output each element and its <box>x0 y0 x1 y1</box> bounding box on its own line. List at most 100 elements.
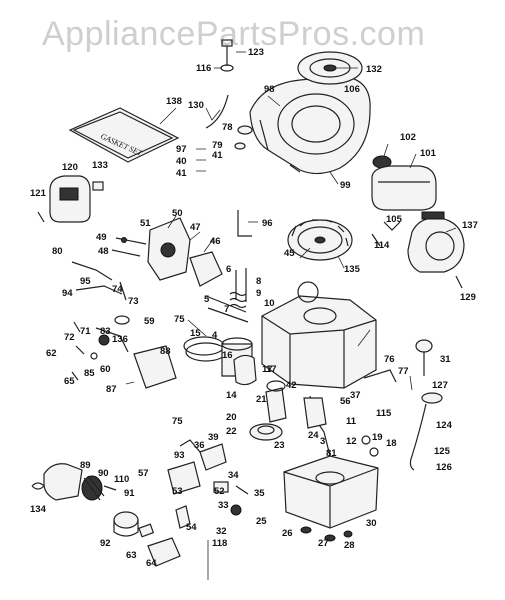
callout-label: 137 <box>462 220 478 231</box>
valves-springs-part <box>205 268 249 323</box>
callout-label: 114 <box>374 240 390 251</box>
callout-label: 14 <box>226 390 237 401</box>
callout-label: 124 <box>436 420 453 431</box>
callout-label: 40 <box>176 156 187 167</box>
callout-label: 74 <box>112 284 123 295</box>
callout-label: 28 <box>344 540 355 551</box>
engine-block-part <box>261 281 377 389</box>
callout-label: 57 <box>138 468 149 479</box>
callout-label: 134 <box>30 504 47 515</box>
callout-label: 22 <box>226 426 237 437</box>
dipstick-part <box>415 339 433 376</box>
recoil-starter-part <box>407 211 465 273</box>
callout-label: 80 <box>52 246 63 257</box>
callout-label: 106 <box>344 84 360 95</box>
callout-label: 83 <box>100 326 111 337</box>
bottom-bolts-part <box>300 526 353 542</box>
callout-label: 71 <box>80 326 91 337</box>
callout-label: 93 <box>174 450 185 461</box>
callout-label: 50 <box>172 208 183 219</box>
callout-label: 37 <box>350 390 361 401</box>
callout-label: 65 <box>64 376 75 387</box>
callout-label: 79 <box>212 140 223 151</box>
watermark-text: AppliancePartsPros.com <box>42 15 425 53</box>
bolt-78-part <box>234 125 253 150</box>
callout-label: 18 <box>386 438 397 449</box>
callout-label: 91 <box>124 488 135 499</box>
fuel-line-part <box>205 94 229 129</box>
gasket-set-part: GASKET SET <box>68 107 180 163</box>
callout-label: 75 <box>172 416 183 427</box>
callout-label: 73 <box>128 296 139 307</box>
callout-label: 87 <box>106 384 117 395</box>
callout-label: 138 <box>166 96 182 107</box>
callout-label: 76 <box>384 354 395 365</box>
bolt-129-part <box>455 275 463 289</box>
callout-label: 10 <box>264 298 275 309</box>
callout-label: 125 <box>434 446 451 457</box>
callout-label: 110 <box>114 474 129 485</box>
callout-label: 45 <box>284 248 295 259</box>
callout-label: 24 <box>308 430 319 441</box>
callout-label: 54 <box>186 522 197 533</box>
callout-label: 49 <box>96 232 107 243</box>
part-92 <box>113 511 181 567</box>
callout-label: 11 <box>346 416 357 427</box>
bracket-96-part <box>237 210 252 237</box>
callout-label: 16 <box>222 350 233 361</box>
callout-label: 89 <box>80 460 91 471</box>
callout-label: 8 <box>256 276 261 287</box>
callout-label: 63 <box>126 550 137 561</box>
callout-label: 99 <box>340 180 351 191</box>
callout-label: 72 <box>64 332 75 343</box>
fuel-tank-part <box>371 155 437 211</box>
callout-label: 102 <box>400 132 416 143</box>
blower-housing-part <box>249 75 371 175</box>
callout-label: 23 <box>274 440 285 451</box>
crankshaft-part <box>303 395 337 471</box>
callout-label: 94 <box>62 288 73 299</box>
callout-label: 126 <box>436 462 452 473</box>
callout-label: 90 <box>98 468 109 479</box>
part-54 <box>175 505 191 529</box>
callout-label: 35 <box>254 488 265 499</box>
muffler-part <box>43 463 105 501</box>
gear-part <box>249 423 283 441</box>
callout-label: 41 <box>176 168 187 179</box>
callout-labels: 123 116 132 106 138 98 130 78 79 41 97 4… <box>30 47 478 569</box>
part-93 <box>179 439 201 453</box>
flywheel-part <box>287 219 353 261</box>
callout-label: 101 <box>420 148 437 159</box>
throttle-linkage-part <box>71 261 127 301</box>
screw-121-part <box>37 211 45 223</box>
callout-label: 92 <box>100 538 111 549</box>
part-16 <box>233 354 257 386</box>
callout-label: 127 <box>432 380 448 391</box>
part-134 <box>31 482 45 490</box>
callout-label: 7 <box>224 304 229 315</box>
callout-label: 115 <box>376 408 392 419</box>
callout-label: 52 <box>214 486 225 497</box>
callout-label: 32 <box>216 526 227 537</box>
callout-label: 34 <box>228 470 239 481</box>
callout-label: 41 <box>212 150 223 161</box>
callout-label: 21 <box>256 394 267 405</box>
callout-label: 121 <box>30 188 47 199</box>
callout-label: 62 <box>46 348 57 359</box>
callout-label: 20 <box>226 412 237 423</box>
callout-label: 130 <box>188 100 204 111</box>
oil-tube-part <box>409 392 443 471</box>
callout-label: 17 <box>262 364 273 375</box>
callout-label: 6 <box>226 264 231 275</box>
part-133 <box>92 181 104 191</box>
part-91 <box>103 485 117 491</box>
callout-label: 39 <box>208 432 219 443</box>
callout-label: 26 <box>282 528 293 539</box>
jets-part <box>111 237 147 257</box>
small-hardware-part <box>71 315 130 381</box>
carburetor-body-part <box>147 217 223 287</box>
connecting-rod-part <box>265 380 287 423</box>
leader-lines <box>125 51 457 391</box>
callout-label: 136 <box>112 334 128 345</box>
callout-label: 85 <box>84 368 95 379</box>
